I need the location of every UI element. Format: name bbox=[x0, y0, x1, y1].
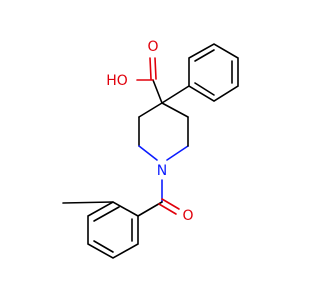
bond-carbonyl-inner bbox=[154, 57, 157, 80]
phenyl-ring bbox=[161, 43, 239, 104]
phenyl-double-bond-3 bbox=[194, 82, 215, 96]
bond-nitrogen-c6 bbox=[166, 145, 189, 161]
amide-carbonyl-group: O bbox=[137, 179, 194, 224]
phenyl-ring-outline bbox=[188, 43, 239, 102]
amide-oxygen-label: O bbox=[182, 208, 193, 224]
nitrogen-label: N bbox=[157, 163, 167, 179]
bond-c5-c4 bbox=[161, 102, 189, 118]
piperidine-ring: N bbox=[138, 102, 189, 179]
amide-carbonyl-inner bbox=[158, 203, 177, 215]
bond-carbonyl-to-aryl bbox=[137, 201, 163, 217]
m-tolyl-ring bbox=[62, 201, 139, 259]
phenyl-double-bond-1 bbox=[194, 49, 215, 62]
hydroxyl-label: HO bbox=[106, 73, 128, 89]
amide-carbonyl-outer bbox=[161, 198, 180, 210]
tolyl-double-bond-2 bbox=[93, 240, 114, 253]
tolyl-double-bond-1 bbox=[93, 206, 120, 222]
carboxyl-oxygen-label: O bbox=[147, 39, 158, 55]
molecule-diagram: HO O N O bbox=[0, 0, 300, 300]
bond-c2-nitrogen bbox=[138, 145, 158, 161]
bond-c4-carboxyl-carbon bbox=[152, 79, 163, 104]
bond-carbonyl-outer bbox=[149, 57, 152, 80]
diagram-background bbox=[0, 0, 300, 300]
bond-c4-phenyl bbox=[161, 85, 190, 104]
carboxylic-acid-group: HO O bbox=[106, 39, 163, 104]
bond-c4-c3 bbox=[138, 102, 163, 118]
methyl-bond bbox=[62, 201, 114, 204]
